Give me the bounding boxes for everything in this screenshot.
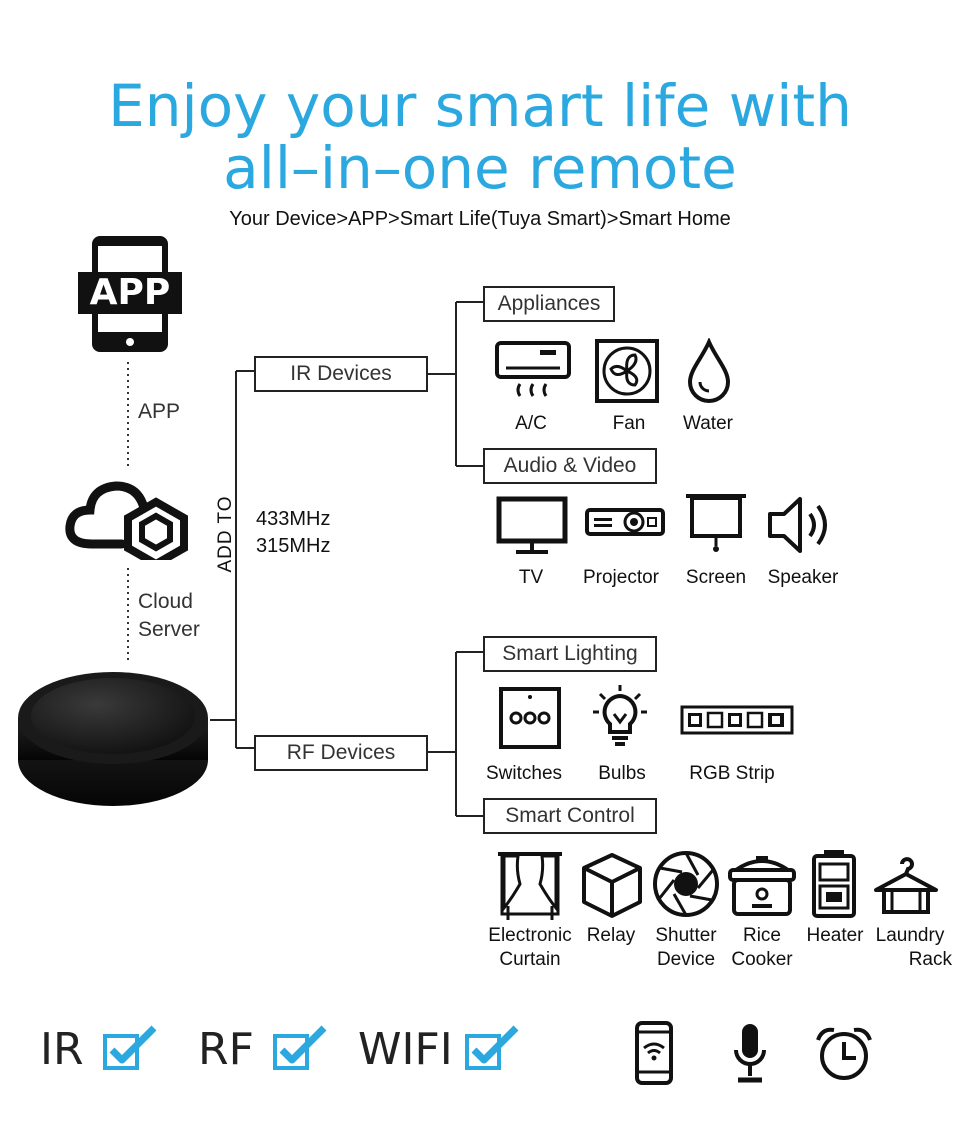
setup-path: Your Device>APP>Smart Life(Tuya Smart)>S…	[229, 208, 731, 230]
rice-label-line2: Cooker	[731, 949, 793, 970]
ac-label: A/C	[515, 413, 547, 434]
relay-label: Relay	[586, 925, 636, 946]
headline-line2: all–in–one remote	[223, 134, 737, 202]
projector-label: Projector	[582, 567, 660, 588]
curtain-icon	[498, 852, 562, 920]
frequency-315: 315MHz	[256, 535, 331, 557]
laundry-label-line2: Rack	[908, 949, 952, 970]
fan-label: Fan	[612, 413, 646, 434]
add-to-label: ADD TO	[215, 495, 236, 573]
heater-label: Heater	[806, 925, 864, 946]
headline-line1: Enjoy your smart life with	[108, 72, 852, 140]
alarm-clock-icon	[816, 1027, 872, 1080]
laundry-label-line1: Laundry	[875, 925, 945, 946]
rf-check-icon	[273, 1025, 327, 1070]
water-heater-icon	[812, 850, 856, 918]
rice-cooker-icon	[728, 856, 796, 916]
smart-lighting-box: Smart Lighting	[483, 636, 657, 672]
app-badge: APP	[89, 272, 171, 313]
feature-wifi: WIFI	[358, 1024, 453, 1075]
feature-ir: IR	[40, 1024, 84, 1075]
smart-control-box: Smart Control	[483, 798, 657, 834]
cloud-label-line1: Cloud	[138, 590, 193, 613]
projector-icon	[585, 508, 665, 536]
ir-devices-box: IR Devices	[254, 356, 428, 392]
speaker-icon	[768, 497, 827, 553]
wall-switch-icon	[499, 687, 561, 749]
shutter-icon	[653, 851, 719, 917]
switches-label: Switches	[485, 763, 563, 784]
frequency-433: 433MHz	[256, 508, 331, 530]
shutter-label-line1: Shutter	[655, 925, 717, 946]
cloud-server-icon	[65, 481, 188, 560]
audio-video-box: Audio & Video	[483, 448, 657, 484]
cloud-label-line2: Server	[138, 618, 200, 641]
bulbs-label: Bulbs	[598, 763, 646, 784]
screen-label: Screen	[685, 567, 747, 588]
app-label: APP	[138, 400, 181, 423]
rf-devices-box: RF Devices	[254, 735, 428, 771]
tv-label: TV	[518, 567, 544, 588]
water-drop-icon	[687, 338, 731, 403]
wifi-check-icon	[465, 1025, 519, 1070]
rgb-strip-icon	[680, 705, 794, 735]
light-bulb-icon	[593, 685, 647, 746]
feature-rf: RF	[198, 1024, 254, 1075]
fan-icon	[595, 339, 659, 403]
microphone-icon	[734, 1024, 766, 1083]
rice-label-line1: Rice	[742, 925, 781, 946]
laundry-rack-icon	[874, 857, 938, 914]
air-conditioner-icon	[495, 341, 571, 397]
relay-box-icon	[582, 853, 642, 918]
ir-check-icon	[103, 1025, 157, 1070]
projection-screen-icon	[686, 494, 746, 552]
tv-icon	[496, 496, 568, 554]
shutter-label-line2: Device	[656, 949, 716, 970]
curtain-label-line2: Curtain	[499, 949, 561, 970]
appliances-box: Appliances	[483, 286, 615, 322]
smart-remote-device	[18, 672, 208, 806]
curtain-label-line1: Electronic	[488, 925, 572, 946]
rgb-strip-label: RGB Strip	[689, 763, 775, 784]
app-phone-icon	[78, 236, 182, 352]
phone-wifi-icon	[635, 1021, 673, 1085]
speaker-label: Speaker	[767, 567, 839, 588]
water-label: Water	[683, 413, 733, 434]
